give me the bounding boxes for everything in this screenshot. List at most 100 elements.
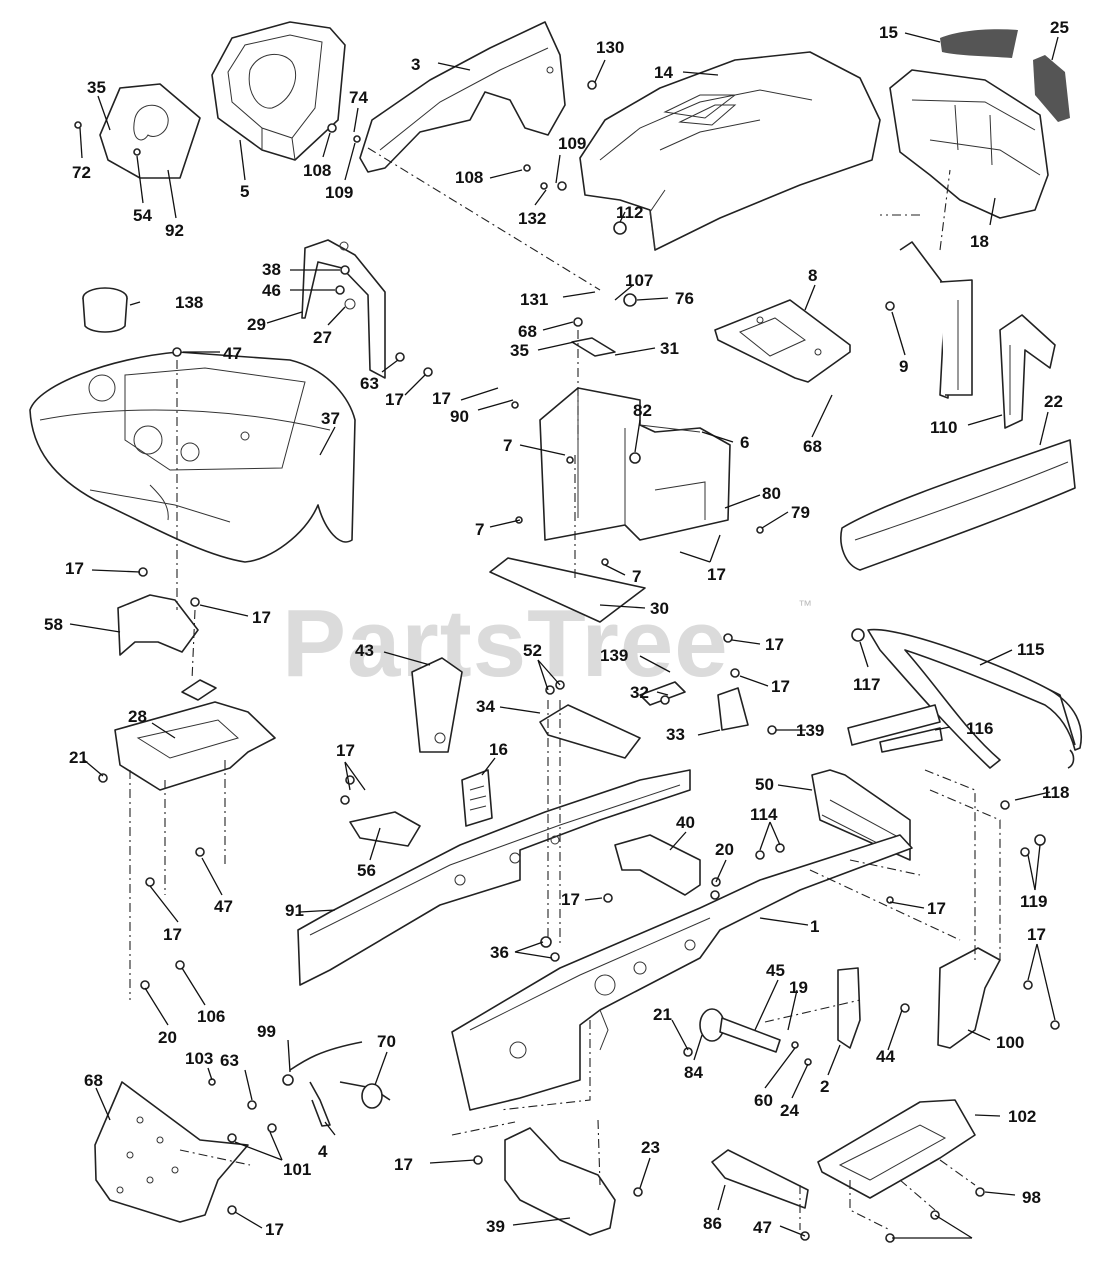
callout-56[interactable]: 56	[357, 861, 376, 880]
callout-17-n[interactable]: 23	[641, 1138, 660, 1157]
callout-17-b[interactable]: 17	[432, 389, 451, 408]
part-bracket-44[interactable]	[937, 947, 1001, 1049]
callout-58[interactable]: 58	[44, 615, 63, 634]
callout-109[interactable]: 109	[325, 183, 353, 202]
callout-47-b[interactable]: 47	[214, 897, 233, 916]
part-shroud-3[interactable]	[359, 21, 566, 173]
callout-17-k[interactable]: 17	[561, 890, 580, 909]
callout-7-b[interactable]: 7	[475, 520, 484, 539]
part-bracket-56[interactable]	[349, 811, 421, 847]
part-bumper-22[interactable]	[840, 439, 1076, 571]
part-bracket-34[interactable]	[539, 704, 641, 759]
callout-100[interactable]: 99	[257, 1022, 276, 1041]
callout-34[interactable]: 34	[476, 697, 495, 716]
callout-20[interactable]: 20	[715, 840, 734, 859]
callout-17-a[interactable]: 17	[385, 390, 404, 409]
part-bracket-43[interactable]	[411, 657, 463, 753]
callout-35-b[interactable]: 35	[510, 341, 529, 360]
callout-109-b[interactable]: 109	[558, 134, 586, 153]
part-bracket-58[interactable]	[117, 594, 217, 701]
callout-7-a[interactable]: 7	[503, 436, 512, 455]
part-cup-138[interactable]	[82, 287, 128, 333]
callout-132[interactable]: 132	[518, 209, 546, 228]
callout-17-l[interactable]: 17	[163, 925, 182, 944]
callout-36[interactable]: 36	[490, 943, 509, 962]
part-hood-bracket-110[interactable]	[899, 241, 1056, 429]
callout-91[interactable]: 91	[285, 901, 304, 920]
callout-139-b[interactable]: 139	[796, 721, 824, 740]
callout-35[interactable]: 35	[87, 78, 106, 97]
callout-37[interactable]: 37	[321, 409, 340, 428]
callout-39[interactable]: 86	[703, 1214, 722, 1233]
callout-17-c[interactable]: 17	[707, 565, 726, 584]
callout-7-c[interactable]: 7	[632, 567, 641, 586]
callout-30[interactable]: 30	[650, 599, 669, 618]
callout-24[interactable]: 102	[1008, 1107, 1036, 1126]
callout-112[interactable]: 112	[616, 203, 643, 222]
callout-60[interactable]: 24	[780, 1101, 799, 1120]
callout-108-b[interactable]: 108	[455, 168, 483, 187]
part-bracket-84[interactable]	[837, 967, 861, 1049]
part-handle-115[interactable]	[867, 628, 1082, 769]
callout-63-b[interactable]: 60	[754, 1091, 773, 1110]
callout-17-f[interactable]: 17	[765, 635, 784, 654]
callout-130[interactable]: 130	[596, 38, 624, 57]
callout-47[interactable]: 47	[223, 344, 242, 363]
callout-98[interactable]: 39	[486, 1217, 505, 1236]
callout-76[interactable]: 76	[675, 289, 694, 308]
part-rod-102[interactable]	[309, 1081, 331, 1127]
callout-92[interactable]: 92	[165, 221, 184, 240]
callout-84[interactable]: 2	[820, 1077, 829, 1096]
callout-20-b[interactable]: 106	[197, 1007, 225, 1026]
callout-9[interactable]: 9	[899, 357, 908, 376]
callout-19[interactable]: 20	[158, 1028, 177, 1047]
part-plate-116[interactable]	[847, 704, 943, 753]
callout-3[interactable]: 3	[411, 55, 420, 74]
callout-72[interactable]: 72	[72, 163, 91, 182]
callout-80[interactable]: 80	[762, 484, 781, 503]
callout-28[interactable]: 28	[128, 707, 147, 726]
callout-117[interactable]: 117	[853, 675, 880, 694]
part-frame-rail-91[interactable]	[297, 769, 691, 986]
part-clip-16[interactable]	[461, 769, 493, 827]
callout-44[interactable]: 100	[996, 1033, 1024, 1052]
callout-110[interactable]: 110	[930, 418, 957, 437]
callout-17-j[interactable]: 17	[1027, 925, 1046, 944]
part-dash-panel-5[interactable]	[211, 21, 346, 161]
part-bracket-40[interactable]	[614, 834, 701, 896]
part-fender-37[interactable]	[29, 351, 356, 563]
part-bracket-98[interactable]	[504, 1127, 616, 1236]
callout-16[interactable]: 16	[489, 740, 508, 759]
part-seat-frame-28[interactable]	[114, 701, 276, 791]
callout-17-o[interactable]: 47	[753, 1218, 772, 1237]
callout-115[interactable]: 115	[1017, 640, 1044, 659]
part-frame-main-1[interactable]	[451, 834, 913, 1111]
callout-5[interactable]: 5	[240, 182, 249, 201]
callout-1[interactable]: 1	[810, 917, 819, 936]
callout-79[interactable]: 79	[791, 503, 810, 522]
callout-2[interactable]: 68	[84, 1071, 103, 1090]
part-support-29[interactable]	[301, 239, 386, 379]
callout-17-m[interactable]: 19	[789, 978, 808, 997]
callout-15[interactable]: 15	[879, 23, 898, 42]
part-screen-15[interactable]	[940, 29, 1018, 58]
callout-46[interactable]: 46	[262, 281, 281, 300]
callout-108[interactable]: 108	[303, 161, 331, 180]
callout-68-c[interactable]: 103	[185, 1049, 213, 1068]
callout-68-b[interactable]: 68	[803, 437, 822, 456]
part-tray-8[interactable]	[714, 299, 851, 383]
callout-106[interactable]: 21	[653, 1005, 672, 1024]
callout-107[interactable]: 107	[625, 271, 653, 290]
callout-4[interactable]: 101	[283, 1160, 311, 1179]
part-grille-18[interactable]	[889, 69, 1049, 219]
callout-18[interactable]: 18	[970, 232, 989, 251]
callout-50[interactable]: 50	[755, 775, 774, 794]
callout-31[interactable]: 31	[660, 339, 679, 358]
callout-29[interactable]: 29	[247, 315, 266, 334]
part-rod-99[interactable]	[339, 1081, 391, 1109]
callout-101[interactable]: 17	[394, 1155, 413, 1174]
callout-21-b[interactable]: 44	[876, 1047, 895, 1066]
callout-99[interactable]: 70	[377, 1032, 396, 1051]
callout-17-d[interactable]: 17	[65, 559, 84, 578]
callout-17-h[interactable]: 17	[336, 741, 355, 760]
